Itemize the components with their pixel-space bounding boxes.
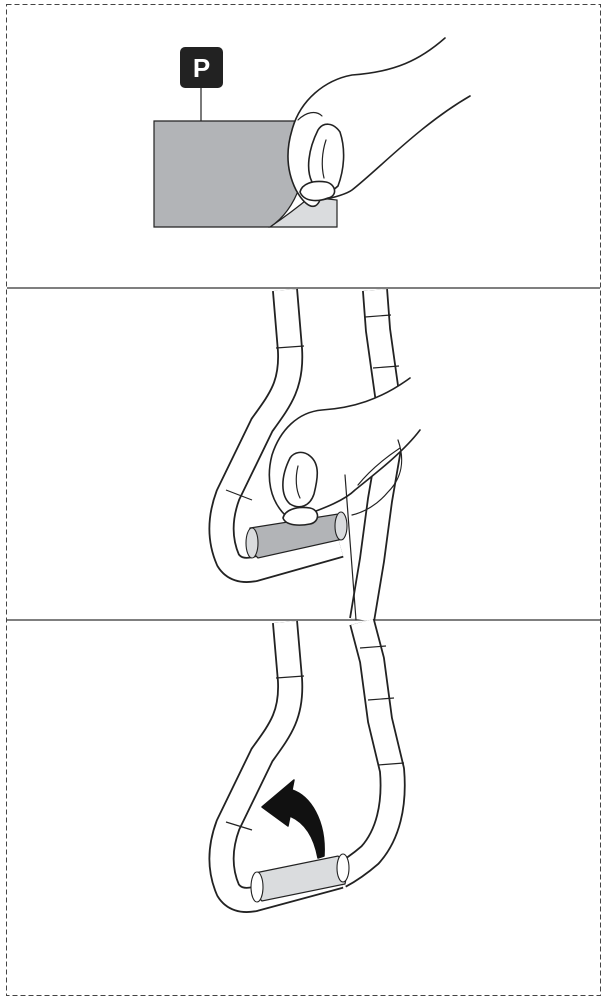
tube-frame-left-final	[208, 620, 344, 913]
peeling-hand	[287, 37, 471, 208]
rotate-arrow-icon	[261, 779, 325, 859]
applied-grip	[250, 853, 350, 903]
tube-frame-right-final	[333, 618, 406, 888]
tube-segment-lines	[225, 314, 400, 501]
tube-segment-lines-final	[225, 645, 405, 831]
panel-2-apply-pad	[208, 288, 421, 623]
dashed-border	[6, 4, 601, 996]
pad-on-handle	[245, 511, 348, 559]
letter-p-label-icon: P	[180, 47, 223, 88]
pressing-hand	[268, 377, 421, 621]
adhesive-pad	[153, 120, 301, 228]
panel-3-rotate-grip	[208, 618, 406, 913]
panel-1-peel-backing: P	[153, 37, 471, 228]
label-letter: P	[193, 53, 210, 83]
tube-frame-left	[208, 288, 344, 583]
